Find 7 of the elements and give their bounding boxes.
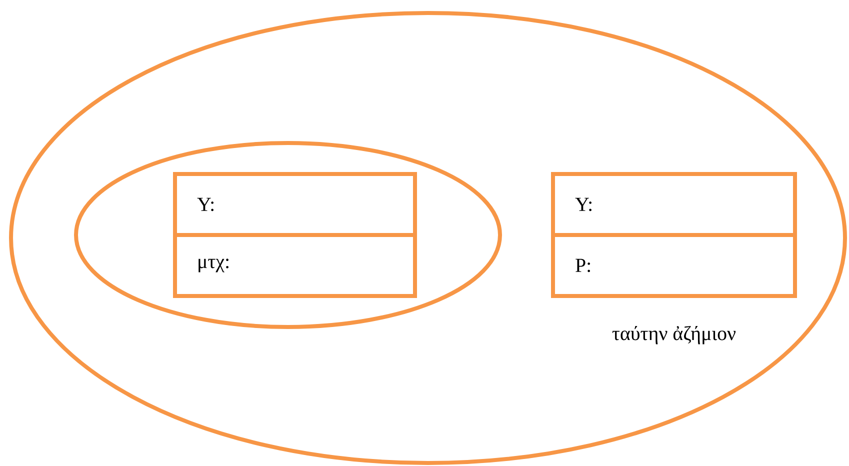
field-box: μτχ: <box>173 232 417 298</box>
field-box: Y: <box>173 172 417 237</box>
field-box: P: <box>551 232 797 298</box>
ellipse-outline <box>9 11 847 465</box>
ellipse-outline <box>74 140 502 329</box>
field-box: Y: <box>551 172 797 237</box>
caption-text: ταύτην ἀζήμιον <box>612 326 736 344</box>
